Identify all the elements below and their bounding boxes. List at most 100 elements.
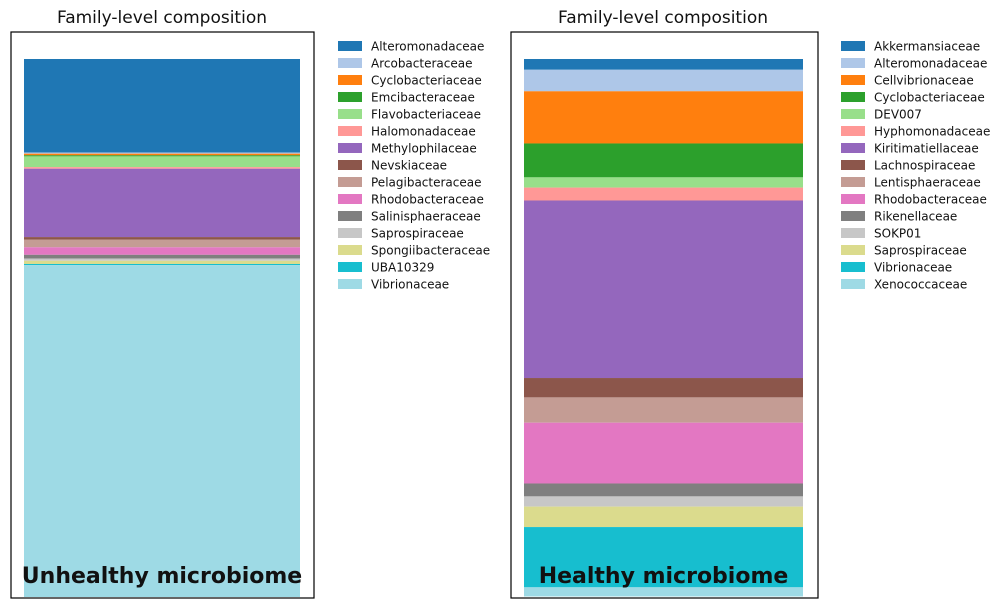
legend-swatch: [841, 211, 865, 221]
legend-swatch: [338, 211, 362, 221]
legend-label: Vibrionaceae: [874, 261, 952, 275]
legend-swatch: [338, 245, 362, 255]
legend-swatch: [841, 75, 865, 85]
legend-label: Kiritimatiellaceae: [874, 142, 979, 156]
bar-segment-rikenellaceae: [524, 483, 803, 497]
legend-swatch: [841, 143, 865, 153]
legend-swatch: [841, 92, 865, 102]
legend-label: Emcibacteraceae: [371, 91, 475, 105]
legend-swatch: [841, 41, 865, 51]
legend-label: Pelagibacteraceae: [371, 176, 482, 190]
bar-segment-emcibacteraceae: [24, 155, 300, 157]
legend-swatch: [841, 245, 865, 255]
bar-segment-spongiibacteraceae: [24, 260, 300, 264]
bar-segment-salinisphaeraceae: [24, 254, 300, 259]
legend-swatch: [841, 228, 865, 238]
bar-segment-uba10329: [24, 263, 300, 266]
bar-segment-halomonadaceae: [24, 167, 300, 169]
bar-segment-alteromonadaceae: [24, 59, 300, 153]
legend-label: Flavobacteriaceae: [371, 108, 481, 122]
legend-label: Rikenellaceae: [874, 210, 957, 224]
bar-segment-cyclobacteriaceae: [524, 143, 803, 178]
bar-segment-vibrionaceae: [24, 265, 300, 597]
legend-label: Akkermansiaceae: [874, 40, 980, 54]
legend-swatch: [841, 109, 865, 119]
legend-swatch: [338, 41, 362, 51]
legend-swatch: [841, 177, 865, 187]
legend-swatch: [841, 279, 865, 289]
legend-swatch: [338, 194, 362, 204]
bar-segment-dev007: [524, 177, 803, 188]
legend-swatch: [841, 194, 865, 204]
bar-segment-alteromonadaceae: [524, 69, 803, 92]
chart-title: Family-level composition: [57, 8, 267, 28]
legend-swatch: [338, 75, 362, 85]
bar-segment-cyclobacteriaceae: [24, 153, 300, 156]
legend-label: Rhodobacteraceae: [874, 193, 987, 207]
legend-label: Lachnospiraceae: [874, 159, 975, 173]
bar-segment-methylophilaceae: [24, 168, 300, 238]
legend-swatch: [841, 262, 865, 272]
legend-swatch: [338, 143, 362, 153]
legend-label: Cellvibrionaceae: [874, 74, 974, 88]
legend-label: UBA10329: [371, 261, 434, 275]
bar-segment-akkermansiaceae: [524, 59, 803, 70]
legend-label: Spongiibacteraceae: [371, 244, 490, 258]
bar-segment-flavobacteriaceae: [24, 156, 300, 168]
legend-label: Cyclobacteriaceae: [371, 74, 482, 88]
legend-label: Arcobacteraceae: [371, 57, 472, 71]
legend-swatch: [841, 160, 865, 170]
legend-label: DEV007: [874, 108, 922, 122]
legend-label: Saprospiraceae: [874, 244, 967, 258]
bar-segment-rhodobacteraceae: [524, 422, 803, 484]
legend-label: Cyclobacteriaceae: [874, 91, 985, 105]
legend-label: Halomonadaceae: [371, 125, 476, 139]
legend-swatch: [338, 160, 362, 170]
legend-swatch: [841, 126, 865, 136]
legend-swatch: [338, 279, 362, 289]
legend-swatch: [338, 126, 362, 136]
legend-swatch: [338, 177, 362, 187]
bar-segment-lachnospiraceae: [524, 378, 803, 398]
bar-segment-saprospiraceae: [24, 258, 300, 261]
axes-frame: [510, 31, 819, 599]
bar-annotation: Healthy microbiome: [539, 564, 789, 589]
legend-label: Alteromonadaceae: [371, 40, 484, 54]
bar-segment-pelagibacteraceae: [24, 239, 300, 248]
bar-segment-sokp01: [524, 496, 803, 507]
legend-label: SOKP01: [874, 227, 921, 241]
bar-segment-nevskiaceae: [24, 237, 300, 240]
axes-frame: [10, 31, 315, 599]
bar-segment-arcobacteraceae: [24, 152, 300, 154]
legend-label: Rhodobacteraceae: [371, 193, 484, 207]
legend-swatch: [841, 58, 865, 68]
bar-annotation: Unhealthy microbiome: [22, 564, 302, 589]
legend-swatch: [338, 92, 362, 102]
chart-title: Family-level composition: [558, 8, 768, 28]
legend: AlteromonadaceaeArcobacteraceaeCyclobact…: [338, 40, 490, 292]
bar-segment-kiritimatiellaceae: [524, 200, 803, 379]
legend-swatch: [338, 109, 362, 119]
legend-swatch: [338, 228, 362, 238]
bar-segment-vibrionaceae: [524, 527, 803, 588]
legend-label: Salinisphaeraceae: [371, 210, 481, 224]
legend-swatch: [338, 262, 362, 272]
legend: AkkermansiaceaeAlteromonadaceaeCellvibri…: [841, 40, 990, 292]
bar-segment-cellvibrionaceae: [524, 91, 803, 144]
legend-label: Hyphomonadaceae: [874, 125, 990, 139]
bar-segment-rhodobacteraceae: [24, 247, 300, 255]
legend-label: Lentisphaeraceae: [874, 176, 981, 190]
bar-segment-lentisphaeraceae: [524, 397, 803, 423]
legend-label: Vibrionaceae: [371, 278, 449, 292]
legend-swatch: [338, 58, 362, 68]
legend-label: Alteromonadaceae: [874, 57, 987, 71]
legend-label: Methylophilaceae: [371, 142, 477, 156]
bar-segment-saprospiraceae: [524, 506, 803, 528]
bar-segment-xenococcaceae: [524, 587, 803, 597]
legend-label: Saprospiraceae: [371, 227, 464, 241]
legend-label: Nevskiaceae: [371, 159, 447, 173]
legend-label: Xenococcaceae: [874, 278, 967, 292]
